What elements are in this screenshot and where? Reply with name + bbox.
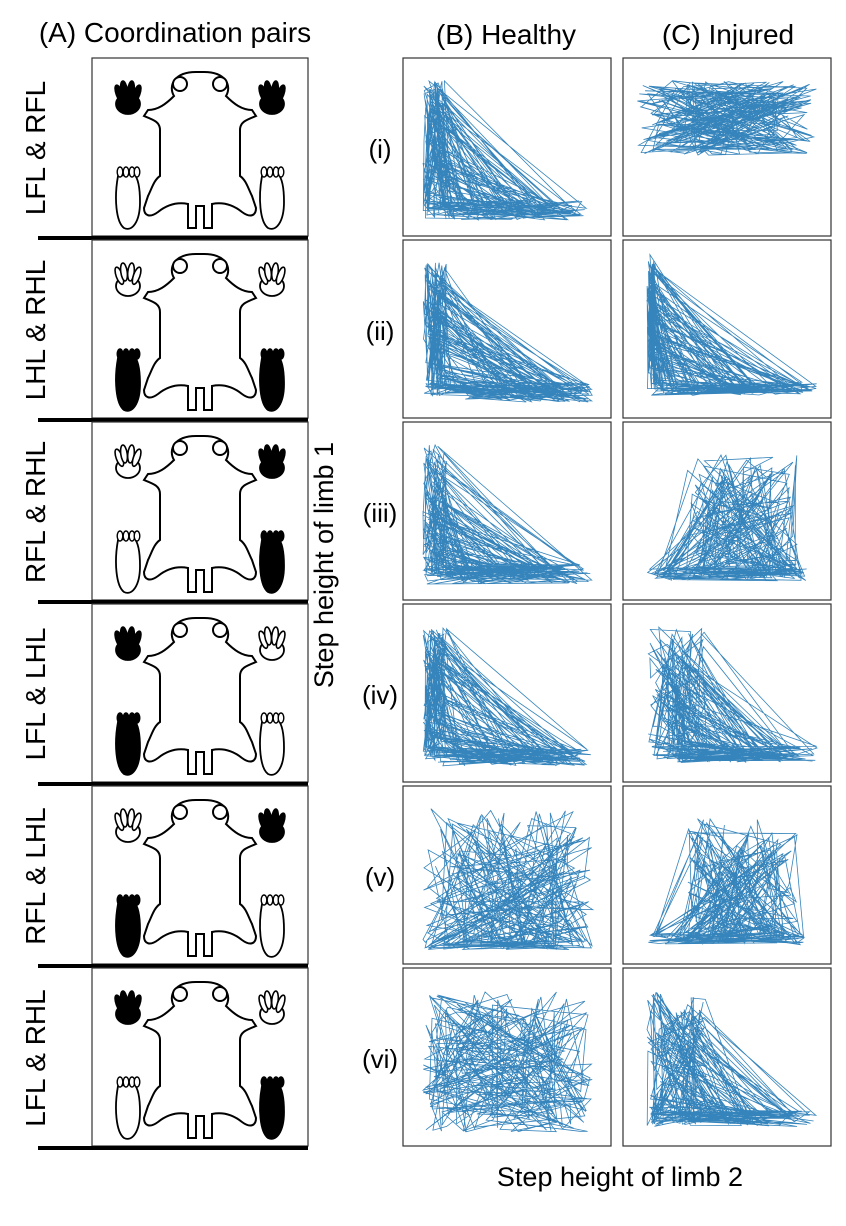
mouse-ear bbox=[212, 986, 228, 1002]
mouse-body bbox=[142, 981, 258, 1139]
coordination-pair-label: LFL & LHL bbox=[20, 628, 51, 761]
hindlimb-paw-lh bbox=[115, 530, 141, 594]
mouse-body bbox=[142, 799, 258, 957]
injured-trajectory bbox=[647, 626, 818, 763]
mouse-ear bbox=[172, 622, 188, 638]
hindlimb-paw-lh bbox=[115, 348, 141, 412]
mouse-body bbox=[142, 435, 258, 593]
healthy-trajectory bbox=[421, 991, 593, 1133]
forelimb-paw-rf bbox=[258, 444, 286, 479]
coordination-pair-label: RFL & RHL bbox=[20, 441, 51, 583]
row-6: LFL & RHL (vi) bbox=[20, 967, 832, 1150]
forelimb-paw-rf bbox=[258, 808, 286, 843]
mouse-diagram bbox=[114, 981, 286, 1140]
coordination-pair-label: LFL & RHL bbox=[20, 989, 51, 1126]
mouse-diagram bbox=[114, 799, 286, 958]
hindlimb-paw-rh bbox=[259, 894, 285, 958]
x-axis-label: Step height of limb 2 bbox=[497, 1162, 743, 1192]
injured-trajectory bbox=[646, 991, 818, 1127]
y-axis-label: Step height of limb 1 bbox=[309, 442, 339, 688]
row-numeral: (ii) bbox=[366, 316, 395, 346]
injured-trajectory bbox=[648, 817, 805, 946]
row-numeral: (iv) bbox=[362, 680, 398, 710]
healthy-trajectory bbox=[422, 627, 591, 767]
mouse-diagram bbox=[114, 71, 286, 230]
forelimb-paw-rf bbox=[258, 990, 286, 1025]
healthy-trajectory bbox=[422, 262, 594, 403]
header-healthy: (B) Healthy bbox=[436, 19, 576, 50]
healthy-trajectory bbox=[422, 79, 588, 221]
mouse-diagram bbox=[114, 617, 286, 776]
mouse-ear bbox=[172, 258, 188, 274]
forelimb-paw-rf bbox=[258, 262, 286, 297]
header-injured: (C) Injured bbox=[662, 19, 794, 50]
hindlimb-paw-rh bbox=[259, 166, 285, 230]
mouse-ear bbox=[212, 76, 228, 92]
row-numeral: (vi) bbox=[362, 1044, 398, 1074]
forelimb-paw-lf bbox=[114, 990, 142, 1025]
row-1: LFL & RFL (i) bbox=[20, 57, 832, 240]
mouse-ear bbox=[172, 986, 188, 1002]
injured-trajectory bbox=[637, 80, 817, 156]
injured-trajectory bbox=[646, 253, 817, 396]
mouse-ear bbox=[212, 804, 228, 820]
row-numeral: (iii) bbox=[363, 498, 398, 528]
mouse-diagram bbox=[114, 435, 286, 594]
forelimb-paw-lf bbox=[114, 808, 142, 843]
healthy-trajectory bbox=[422, 808, 595, 951]
mouse-ear bbox=[172, 804, 188, 820]
coordination-pair-label: RFL & LHL bbox=[20, 807, 51, 944]
hindlimb-paw-rh bbox=[259, 1076, 285, 1140]
hindlimb-paw-lh bbox=[115, 712, 141, 776]
injured-trajectory bbox=[646, 454, 807, 582]
row-2: LHL & RHL (ii) bbox=[20, 239, 832, 422]
forelimb-paw-lf bbox=[114, 262, 142, 297]
forelimb-paw-lf bbox=[114, 626, 142, 661]
mouse-body bbox=[142, 617, 258, 775]
mouse-ear bbox=[172, 440, 188, 456]
header-coordination-pairs: (A) Coordination pairs bbox=[39, 17, 311, 48]
healthy-trajectory bbox=[422, 443, 593, 585]
mouse-ear bbox=[212, 258, 228, 274]
hindlimb-paw-lh bbox=[115, 166, 141, 230]
forelimb-paw-lf bbox=[114, 444, 142, 479]
hindlimb-paw-rh bbox=[259, 348, 285, 412]
forelimb-paw-rf bbox=[258, 626, 286, 661]
hindlimb-paw-rh bbox=[259, 530, 285, 594]
hindlimb-paw-rh bbox=[259, 712, 285, 776]
hindlimb-paw-lh bbox=[115, 1076, 141, 1140]
mouse-ear bbox=[172, 76, 188, 92]
mouse-ear bbox=[212, 440, 228, 456]
forelimb-paw-rf bbox=[258, 80, 286, 115]
coordination-pair-label: LHL & RHL bbox=[20, 260, 51, 401]
mouse-body bbox=[142, 71, 258, 229]
row-numeral: (v) bbox=[365, 862, 395, 892]
row-numeral: (i) bbox=[368, 134, 391, 164]
hindlimb-paw-lh bbox=[115, 894, 141, 958]
forelimb-paw-lf bbox=[114, 80, 142, 115]
mouse-diagram bbox=[114, 253, 286, 412]
mouse-ear bbox=[212, 622, 228, 638]
mouse-body bbox=[142, 253, 258, 411]
row-5: RFL & LHL (v) bbox=[20, 785, 832, 968]
row-3: RFL & RHL (iii) bbox=[20, 421, 832, 604]
row-4: LFL & LHL (iv) bbox=[20, 603, 832, 786]
coordination-pair-label: LFL & RFL bbox=[20, 81, 51, 215]
